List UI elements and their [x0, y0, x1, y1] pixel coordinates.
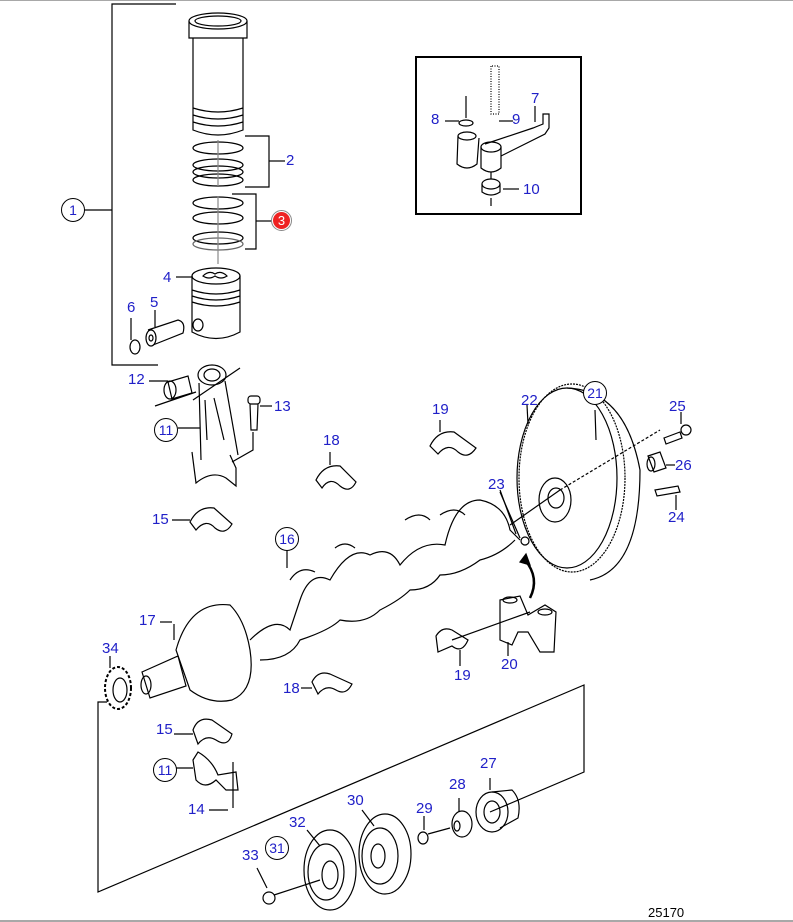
- stud-9: [490, 65, 500, 115]
- callout-29[interactable]: 29: [416, 800, 433, 817]
- callout-19-upper[interactable]: 19: [432, 401, 449, 418]
- bearing-shell-18-lower: [311, 672, 353, 696]
- callout-33[interactable]: 33: [242, 847, 259, 864]
- callout-9[interactable]: 9: [512, 111, 521, 128]
- callout-24[interactable]: 24: [668, 509, 685, 526]
- callout-2[interactable]: 2: [286, 152, 295, 169]
- bolt-29: [417, 827, 451, 845]
- ring-set-3: [192, 196, 244, 264]
- callout-18-lower[interactable]: 18: [283, 680, 300, 697]
- flywheel-bushing: [646, 451, 667, 473]
- callout-1[interactable]: 1: [61, 198, 85, 222]
- flywheel-bolt: [663, 424, 692, 445]
- hub-28: [451, 810, 473, 838]
- bearing-shell-18-upper: [315, 465, 357, 490]
- callout-11-cap[interactable]: 11: [153, 758, 177, 782]
- o-ring-8: [458, 119, 474, 127]
- callout-4[interactable]: 4: [163, 269, 172, 286]
- group-31-bracket: [97, 684, 585, 893]
- bearing-shell-15-lower: [192, 718, 233, 746]
- callout-22[interactable]: 22: [521, 392, 538, 409]
- callout-31[interactable]: 31: [265, 836, 289, 860]
- group-1-bracket: [111, 3, 176, 366]
- callout-23[interactable]: 23: [488, 476, 505, 493]
- cylinder-liner: [188, 12, 248, 136]
- callout-11-rod[interactable]: 11: [154, 418, 178, 442]
- callout-13[interactable]: 13: [274, 398, 291, 415]
- bottom-border: [0, 920, 793, 922]
- piston-pin: [145, 319, 185, 347]
- callout-25[interactable]: 25: [669, 398, 686, 415]
- pulley-32: [303, 829, 357, 911]
- callout-26[interactable]: 26: [675, 457, 692, 474]
- callout-10[interactable]: 10: [523, 181, 540, 198]
- callout-30[interactable]: 30: [347, 792, 364, 809]
- rotation-arrow: [524, 559, 536, 599]
- crankshaft: [140, 499, 530, 702]
- callout-20[interactable]: 20: [501, 656, 518, 673]
- main-bearing-cap: [499, 595, 557, 653]
- dowel-pin: [654, 485, 681, 497]
- top-border: [0, 0, 793, 1]
- bracket-2: [245, 135, 270, 188]
- oil-nozzle-arm-7: [456, 113, 550, 173]
- rod-bolt: [247, 395, 261, 431]
- callout-28[interactable]: 28: [449, 776, 466, 793]
- callout-5[interactable]: 5: [150, 294, 159, 311]
- flywheel: [509, 383, 661, 581]
- bearing-shell-15-upper: [189, 507, 233, 532]
- bolt-33: [262, 879, 321, 905]
- bracket-3: [232, 193, 257, 250]
- callout-14[interactable]: 14: [188, 801, 205, 818]
- piston: [191, 267, 241, 340]
- figure-number: 25170: [648, 905, 685, 920]
- connecting-rod: [191, 364, 241, 488]
- callout-21[interactable]: 21: [583, 381, 607, 405]
- crankshaft-gear: [104, 666, 132, 710]
- inset-drawing: [445, 65, 550, 206]
- callout-6[interactable]: 6: [127, 299, 136, 316]
- bearing-shell-19-upper: [429, 431, 477, 456]
- nut-10: [481, 178, 501, 196]
- callout-32[interactable]: 32: [289, 814, 306, 831]
- bearing-shell-19-lower: [435, 628, 469, 653]
- callout-17[interactable]: 17: [139, 612, 156, 629]
- callout-15-lower[interactable]: 15: [156, 721, 173, 738]
- connecting-rod-cap: [192, 751, 239, 791]
- callout-34[interactable]: 34: [102, 640, 119, 657]
- callout-7[interactable]: 7: [531, 90, 540, 107]
- circlip: [129, 339, 141, 355]
- callout-27[interactable]: 27: [480, 755, 497, 772]
- callout-15-upper[interactable]: 15: [152, 511, 169, 528]
- callout-19-lower[interactable]: 19: [454, 667, 471, 684]
- callout-12[interactable]: 12: [128, 371, 145, 388]
- callout-16[interactable]: 16: [275, 527, 299, 551]
- small-end-bushing: [163, 375, 193, 400]
- callout-8[interactable]: 8: [431, 111, 440, 128]
- callout-18-upper[interactable]: 18: [323, 432, 340, 449]
- pulley-30: [358, 813, 412, 895]
- hub-27: [475, 789, 520, 833]
- ring-set-2: [192, 140, 244, 187]
- callout-3-selected[interactable]: 3: [271, 210, 292, 231]
- inset-detail-box: [415, 56, 582, 215]
